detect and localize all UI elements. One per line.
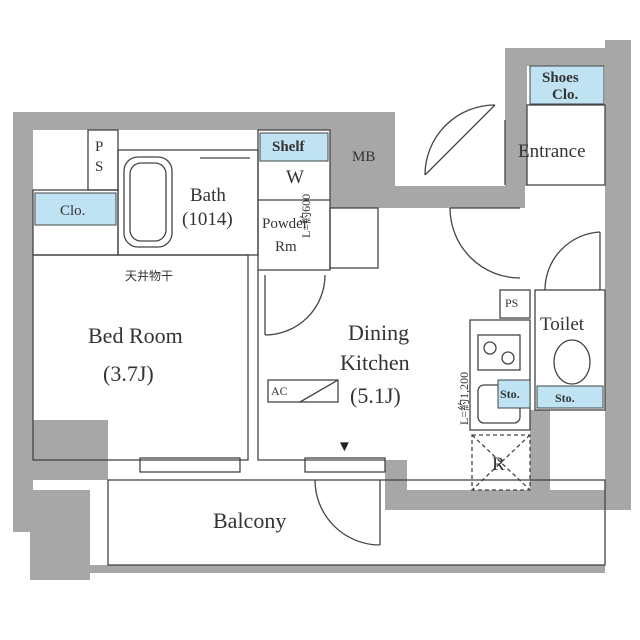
wall-balcony-bottom [90,565,605,573]
window-dining [304,457,386,473]
sto-toilet-label: Sto. [555,391,575,405]
kitchen-dim: L=約1,200 [457,371,471,425]
door-balcony [314,479,381,546]
window-bedroom [139,457,241,473]
wall-balcony-left [30,490,90,580]
stove [477,334,521,371]
entrance-box [526,104,606,186]
wall-kitchen-bottom [385,460,407,510]
kitchen-counter [469,319,531,431]
washer-label: W [286,167,304,188]
fridge-label: R [492,454,505,475]
fridge-cross-2 [471,434,531,491]
bath-name: Bath [190,185,226,206]
closet-label: Clo. [60,203,86,219]
bath-box [117,149,259,256]
sto-kitchen-label: Sto. [500,387,520,401]
bedroom-size: (3.7J) [103,361,154,386]
ac-label: AC [271,384,288,398]
ps-right-label: PS [505,296,519,310]
fill-shelf [259,132,329,162]
bedroom-note: 天井物干 [125,269,174,283]
exterior-walls [13,40,631,580]
mb-label: MB [352,149,376,165]
door-hall [449,207,521,279]
wall-entrance-left [505,48,527,186]
toilet-label: Toilet [540,314,585,335]
wall-right [605,40,631,510]
vanity-box [329,207,379,269]
balcony-outline [107,479,606,566]
wall-mb-block [330,112,395,200]
door-toilet [544,231,601,291]
ac-unit [267,379,339,403]
bath-size: (1014) [182,209,233,230]
fill-closet [34,192,117,226]
ps-left-label-1: P [95,139,104,155]
burner-2 [501,351,515,365]
wall-bedroom-bottom [13,420,108,480]
wall-toilet-left [530,410,550,500]
fill-sto-toilet [536,385,604,409]
entrance-label: Entrance [518,141,586,162]
north-marker: ▼ [337,439,352,455]
interior-lines [32,104,606,566]
vanity-dim: L=約600 [299,193,313,238]
ps-right-box [499,289,531,319]
dining-name-1: Dining [348,320,410,345]
powder-label-2: Rm [275,239,297,255]
fill-sto-kitchen [497,379,531,409]
shoes-label-1: Shoes [542,70,579,86]
toilet-room [534,289,606,411]
dining-outline [257,270,385,461]
ac-diagonal [299,379,339,403]
door-powder [264,274,326,336]
shoes-label-2: Clo. [552,87,579,103]
fridge-box [471,434,531,491]
burner-1 [483,341,497,355]
wall-entrance-top [505,48,605,66]
fill-shoes [529,65,605,105]
storage-fills [34,65,605,409]
wall-top [13,112,393,130]
toilet-bowl [553,339,591,385]
balcony-label: Balcony [213,508,287,533]
shelf-label: Shelf [272,139,305,155]
dining-size: (5.1J) [350,383,401,408]
ps-left-label-2: S [95,159,104,175]
door-entrance [424,104,496,176]
fridge-cross-1 [471,434,531,491]
dining-name-2: Kitchen [340,350,410,375]
doors [264,104,601,546]
bathtub [123,156,173,248]
bedroom-name: Bed Room [88,323,183,348]
bathtub-inner [129,162,167,242]
wall-bottom-right [385,490,631,510]
powder-label-1: Powder [262,216,308,232]
wall-mid-horizontal [330,186,525,208]
